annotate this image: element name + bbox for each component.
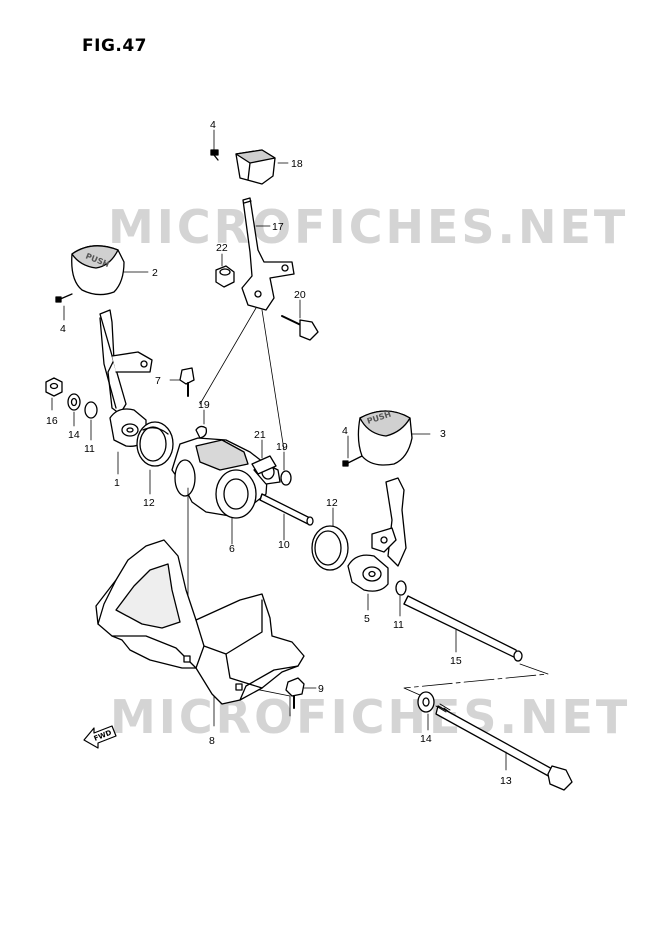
part-4-screw-right	[342, 435, 363, 467]
part-13-bolt	[435, 703, 573, 791]
part-16-nut-left	[45, 377, 63, 411]
part-4-screw-top	[210, 129, 219, 161]
part-12-seal-right	[311, 507, 349, 571]
callout-19-left: 19	[198, 399, 210, 411]
callout-13: 13	[500, 775, 512, 787]
callout-17: 17	[272, 221, 284, 233]
callout-8: 8	[209, 735, 215, 747]
part-12-seal-left	[136, 421, 174, 495]
callout-21: 21	[254, 429, 266, 441]
callout-11-right: 11	[393, 619, 404, 631]
part-15-shaft	[403, 595, 523, 662]
part-10-shaft	[259, 493, 314, 541]
callout-18: 18	[291, 158, 303, 170]
part-3-knob-right: PUSH	[357, 410, 431, 466]
callout-12-right: 12	[326, 497, 338, 509]
part-7-bolt	[169, 367, 195, 397]
figure-title: FIG.47	[82, 36, 148, 56]
part-19-ring-right	[280, 451, 292, 486]
callout-15: 15	[450, 655, 462, 667]
callout-22: 22	[216, 242, 228, 254]
part-9-bolt	[285, 677, 317, 709]
part-14-washer-left	[67, 393, 81, 427]
callout-3: 3	[440, 428, 446, 440]
callout-4-top: 4	[210, 119, 216, 131]
callout-4-right: 4	[342, 425, 348, 437]
part-20-bolt	[281, 299, 319, 341]
callout-7: 7	[155, 375, 161, 387]
callout-labels: 4 18 17 22 2 20 4 7 19 16 14 11 21 4 3 1…	[46, 119, 512, 787]
callout-4-left: 4	[60, 323, 66, 335]
callout-2: 2	[152, 267, 158, 279]
part-4-screw-left	[55, 293, 73, 321]
watermark-top: MICROFICHES.NET	[108, 200, 629, 254]
part-1-shift-lever-left	[99, 309, 153, 475]
part-2-knob-left: PUSH	[71, 245, 125, 296]
callout-6: 6	[229, 543, 235, 555]
part-6-housing	[171, 437, 281, 545]
part-5-shift-lever-right	[347, 477, 407, 611]
part-17-lever	[241, 197, 295, 311]
callout-14-right: 14	[420, 733, 432, 745]
callout-11-left: 11	[84, 443, 95, 455]
part-21-pin	[251, 439, 277, 475]
callout-19-right: 19	[276, 441, 288, 453]
part-22-nut	[215, 253, 235, 288]
fwd-arrow-icon: FWD	[83, 725, 117, 749]
callout-16: 16	[46, 415, 58, 427]
part-14-washer-right	[417, 691, 435, 731]
callout-9: 9	[318, 683, 324, 695]
callout-20: 20	[294, 289, 306, 301]
watermark-bottom: MICROFICHES.NET	[110, 690, 631, 744]
part-11-ring-left	[84, 401, 98, 441]
part-18-cap	[235, 149, 276, 185]
callout-12-left: 12	[143, 497, 155, 509]
part-8-bracket	[95, 539, 305, 705]
callout-14-left: 14	[68, 429, 80, 441]
callout-1: 1	[114, 477, 120, 489]
callout-10: 10	[278, 539, 290, 551]
part-19-clip-left	[195, 409, 208, 439]
callout-5: 5	[364, 613, 370, 625]
part-11-ring-right	[395, 580, 407, 617]
